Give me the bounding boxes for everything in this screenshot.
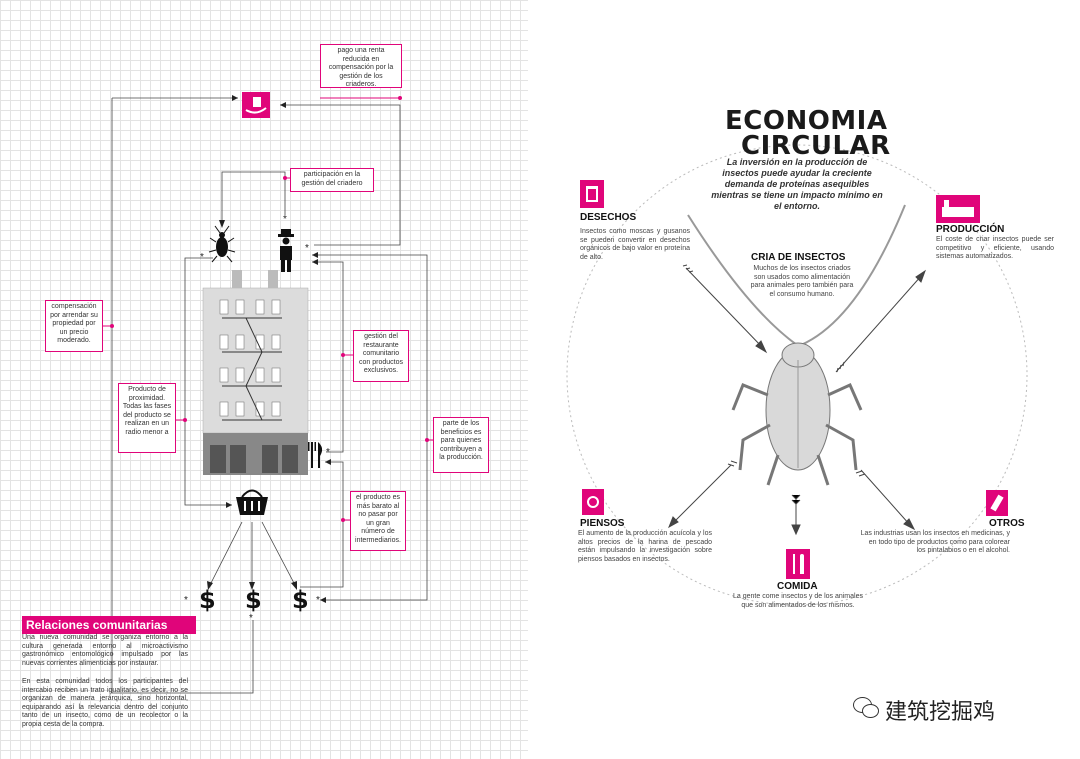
desechos-description: Insectos como moscas y gusanos se pueden… <box>580 228 690 261</box>
participation-info-box: participación en la gestión del criadero <box>290 168 374 192</box>
proximity-text: Producto de proximidad. Todas las fases … <box>122 386 172 436</box>
rent-text: pago una renta reducida en compensación … <box>328 47 394 88</box>
comida-label: COMIDA <box>777 581 818 592</box>
watermark-text: 建筑挖掘鸡 <box>885 700 996 725</box>
cockroach-icon <box>208 225 236 263</box>
comida-description: La gente come insectos y de los animales… <box>733 593 863 609</box>
dollar-icon: $ <box>199 586 216 614</box>
dollar-icon: $ <box>245 586 262 614</box>
asterisk-marker: * <box>249 613 253 624</box>
section-title: Relaciones comunitarias <box>22 616 196 634</box>
trash-icon <box>580 180 604 208</box>
produccion-description: El coste de criar insectos puede ser com… <box>936 236 1054 260</box>
paragraph-1: Una nueva comunidad se organiza entorno … <box>22 634 188 667</box>
flow-lines <box>103 92 433 694</box>
wechat-icon <box>853 697 879 719</box>
rent-info-box: pago una renta reducida en compensación … <box>320 44 402 88</box>
building-illustration <box>202 270 309 475</box>
circular-diagram <box>566 144 1028 606</box>
title-line-2: CIRCULAR <box>741 131 891 161</box>
cheaper-text: el producto es más barato al no pasar po… <box>355 494 401 544</box>
compensation-text: compensación por arrendar su propiedad p… <box>50 303 98 344</box>
proximity-info-box: Producto de proximidad. Todas las fases … <box>118 383 176 453</box>
asterisk-marker: * <box>326 447 330 458</box>
benefits-info-box: parte de los beneficios es para quienes … <box>433 417 489 473</box>
produccion-label: PRODUCCIÓN <box>936 224 1005 235</box>
management-info-box: gestión del restaurante comunitario con … <box>353 330 409 382</box>
asterisk-marker: * <box>305 243 309 254</box>
center-label: CRIA DE INSECTOS <box>751 252 846 263</box>
desechos-label: DESECHOS <box>580 212 637 223</box>
compensation-info-box: compensación por arrendar su propiedad p… <box>45 300 103 352</box>
community-relations-panel: pago una renta reducida en compensación … <box>0 0 528 759</box>
otros-label: OTROS <box>989 518 1025 529</box>
benefits-text: parte de los beneficios es para quienes … <box>439 420 483 461</box>
cutlery-icon <box>786 549 810 579</box>
title-line-1: ECONOMIA <box>725 106 888 136</box>
farmer-icon <box>278 229 294 272</box>
cutlery-icon <box>308 442 323 468</box>
dollar-icon: $ <box>292 586 309 614</box>
circular-economy-panel: ECONOMIA CIRCULAR La inversión en la pro… <box>528 0 1080 759</box>
fish-feed-icon <box>582 489 604 515</box>
cheaper-info-box: el producto es más barato al no pasar po… <box>350 491 406 551</box>
asterisk-marker: * <box>200 252 204 263</box>
management-text: gestión del restaurante comunitario con … <box>359 333 403 374</box>
center-description: Muchos de los insectos criados son usado… <box>750 265 854 298</box>
asterisk-marker: * <box>283 214 287 225</box>
hand-money-icon <box>242 92 270 118</box>
paragraph-2: En esta comunidad todos los participante… <box>22 678 188 728</box>
basket-icon <box>236 489 268 515</box>
subtitle: La inversión en la producción de insecto… <box>711 157 883 211</box>
piensos-label: PIENSOS <box>580 518 625 529</box>
lipstick-icon <box>986 490 1008 516</box>
participation-text: participación en la gestión del criadero <box>301 171 363 187</box>
otros-description: Las industrias usan los insectos en medi… <box>860 530 1010 554</box>
asterisk-marker: * <box>184 595 188 606</box>
asterisk-marker: * <box>316 595 320 606</box>
factory-icon <box>936 195 980 223</box>
piensos-description: El aumento de la producción acuícola y l… <box>578 530 712 563</box>
